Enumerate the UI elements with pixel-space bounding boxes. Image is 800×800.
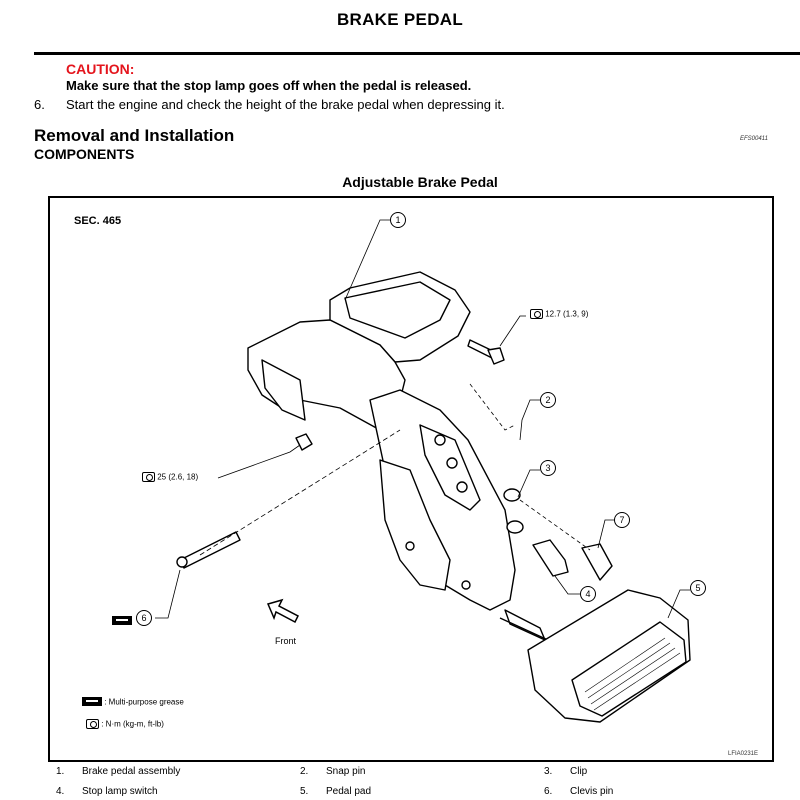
- part-name: Pedal pad: [326, 786, 372, 797]
- callout-6: 6: [136, 610, 152, 626]
- figure-title: Adjustable Brake Pedal: [342, 174, 498, 190]
- step-number: 6.: [34, 97, 45, 112]
- part-number: 5.: [300, 786, 309, 797]
- torque-value-bolt: 12.7 (1.3, 9): [545, 309, 589, 319]
- list-item: 1. Brake pedal assembly: [56, 766, 180, 777]
- step-text: Start the engine and check the height of…: [66, 97, 505, 112]
- grease-icon: [112, 616, 132, 626]
- callout-7: 7: [614, 512, 630, 528]
- torque-annotation-nut: 25 (2.6, 18): [142, 472, 198, 482]
- legend-grease-text: : Multi-purpose grease: [104, 697, 184, 707]
- page-title: BRAKE PEDAL: [336, 10, 464, 29]
- title-rule: [34, 52, 800, 55]
- caution-label: CAUTION:: [66, 61, 135, 77]
- caution-text: Make sure that the stop lamp goes off wh…: [66, 78, 472, 93]
- torque-value-nut: 25 (2.6, 18): [157, 472, 199, 482]
- torque-wrench-icon: [142, 472, 155, 482]
- list-item: 6. Clevis pin: [544, 786, 613, 797]
- figure-frame: [48, 196, 774, 762]
- part-number: 1.: [56, 766, 65, 777]
- legend-grease: : Multi-purpose grease: [82, 697, 184, 707]
- section-title: Removal and Installation: [34, 126, 235, 145]
- torque-annotation-bolt: 12.7 (1.3, 9): [530, 309, 588, 319]
- part-number: 2.: [300, 766, 309, 777]
- callout-4: 4: [580, 586, 596, 602]
- callout-1: 1: [390, 212, 406, 228]
- list-item: 3. Clip: [544, 766, 587, 777]
- part-name: Snap pin: [326, 766, 366, 777]
- list-item: 2. Snap pin: [300, 766, 365, 777]
- legend-torque: : N·m (kg-m, ft-lb): [86, 719, 164, 729]
- figure-code: LFIA0231E: [728, 751, 759, 757]
- part-name: Stop lamp switch: [82, 786, 158, 797]
- list-item: 4. Stop lamp switch: [56, 786, 158, 797]
- part-number: 4.: [56, 786, 65, 797]
- torque-wrench-icon: [530, 309, 543, 319]
- torque-wrench-icon: [86, 719, 99, 729]
- grease-icon: [82, 697, 102, 707]
- grease-marker: [112, 612, 132, 630]
- part-number: 3.: [544, 766, 553, 777]
- part-name: Clevis pin: [570, 786, 614, 797]
- callout-2: 2: [540, 392, 556, 408]
- doc-code: EFS00411: [740, 136, 768, 142]
- list-item: 5. Pedal pad: [300, 786, 371, 797]
- part-number: 6.: [544, 786, 553, 797]
- part-name: Brake pedal assembly: [82, 766, 181, 777]
- callout-5: 5: [690, 580, 706, 596]
- front-label: Front: [275, 636, 297, 646]
- part-name: Clip: [570, 766, 588, 777]
- legend-torque-text: : N·m (kg-m, ft-lb): [101, 719, 164, 729]
- subsection-title: COMPONENTS: [34, 146, 135, 162]
- callout-3: 3: [540, 460, 556, 476]
- section-number-label: SEC. 465: [74, 215, 122, 227]
